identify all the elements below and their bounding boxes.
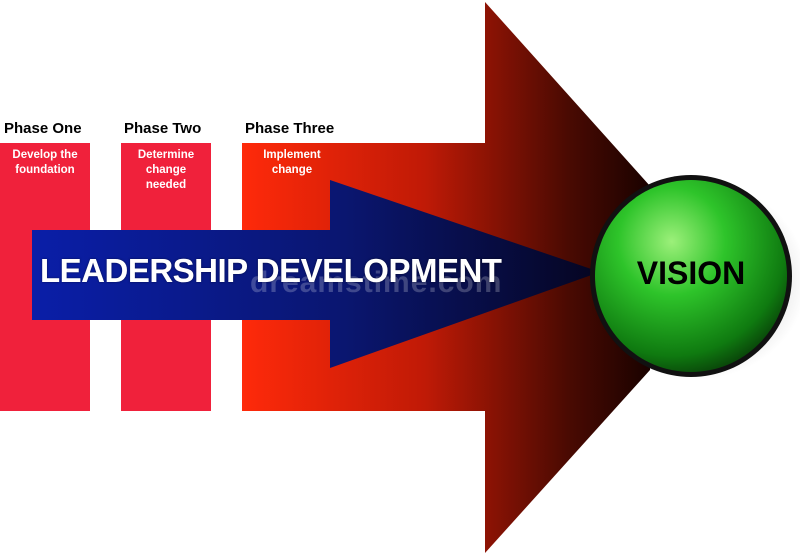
vision-label: VISION: [636, 255, 746, 291]
phase-two-description-line: Determine: [137, 149, 195, 161]
phase-one-title: Phase One: [4, 120, 82, 137]
phase-three-description-line: change: [271, 164, 313, 176]
watermark: dreamstime.com: [250, 266, 503, 299]
phase-one-description-line: foundation: [15, 164, 75, 176]
leadership-arrow: [32, 180, 600, 368]
leadership-development-label: LEADERSHIP DEVELOPMENT: [40, 252, 502, 289]
vision-sphere-inner: [595, 180, 787, 372]
phase-two-description-line: needed: [145, 179, 187, 191]
phase-two-title: Phase Two: [124, 120, 202, 137]
phase-one-description: Develop the foundation: [0, 148, 90, 178]
phase-three-description: Implement change: [242, 148, 342, 178]
phase-three-title: Phase Three: [245, 120, 335, 137]
phase-three-description-line: Implement: [263, 149, 321, 161]
phase-one-description-line: Develop the: [12, 149, 78, 161]
phase-two-description: Determine change needed: [121, 148, 211, 193]
phase-two-description-line: change: [145, 164, 187, 176]
